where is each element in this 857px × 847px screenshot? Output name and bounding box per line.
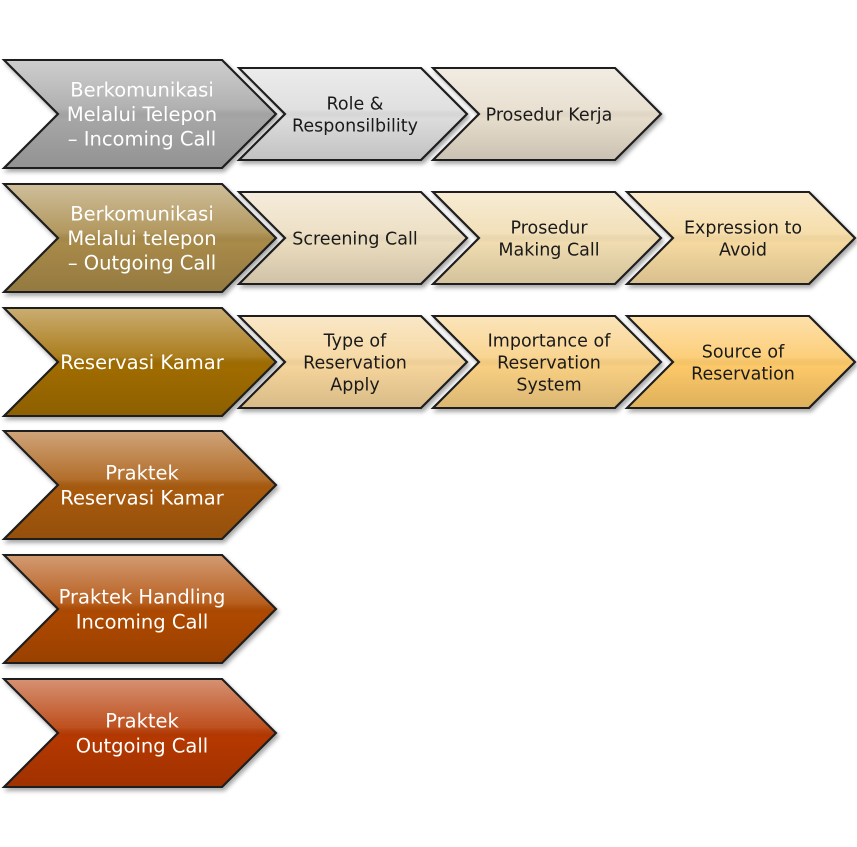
main-step-chevron-label-line: Melalui telepon [67, 227, 216, 250]
main-step-chevron-label-line: Incoming Call [76, 610, 209, 633]
sub-step-chevron-label-line: Avoid [719, 240, 767, 260]
main-step-chevron-label-line: Praktek [105, 710, 179, 733]
sub-step-chevron-gloss [236, 315, 469, 409]
main-step-chevron-gloss [1, 183, 278, 293]
sub-step-chevron: Prosedur Kerja [430, 67, 663, 161]
main-step-chevron-label-line: Praktek [105, 462, 179, 485]
sub-step-chevron: Role &Responsilbility [236, 67, 469, 161]
main-step-chevron-gloss [1, 59, 278, 169]
main-step-chevron-label-line: Praktek Handling [59, 586, 226, 609]
sub-step-chevron-label-line: Role & [327, 94, 384, 114]
main-step-chevron-label-line: Reservasi Kamar [60, 486, 224, 509]
main-step-chevron-gloss [1, 554, 278, 664]
sub-step-chevron-gloss [236, 67, 469, 161]
main-step-chevron-label-line: Outgoing Call [76, 734, 208, 757]
sub-step-chevron-gloss [430, 315, 663, 409]
sub-step-chevron-gloss [430, 67, 663, 161]
main-step-chevron-label-line: Berkomunikasi [70, 202, 214, 225]
sub-step-chevron-label-line: System [516, 375, 581, 395]
main-step-chevron-label-line: – Incoming Call [68, 128, 216, 151]
sub-step-chevron-label-line: Importance of [488, 331, 612, 351]
main-step-chevron-gloss [1, 307, 278, 417]
sub-step-chevron-label-line: Reservation [303, 353, 407, 373]
sub-step-chevron-label-line: Reservation [497, 353, 601, 373]
main-step-chevron: Reservasi Kamar [1, 307, 278, 417]
sub-step-chevron-label-line: Making Call [498, 240, 599, 260]
sub-step-chevron-label-line: Type of [323, 331, 387, 351]
sub-step-chevron-label-line: Prosedur Kerja [486, 105, 613, 125]
diagram-row: Role &Responsilbility Prosedur Kerja Berko… [1, 59, 663, 169]
sub-step-chevron-label-line: Apply [330, 375, 379, 395]
sub-step-chevron-label-line: Reservation [691, 364, 795, 384]
sub-step-chevron-label-line: Responsilbility [292, 116, 418, 136]
sub-step-chevron-label-line: Screening Call [292, 229, 417, 249]
main-step-chevron-label-line: Melalui Telepon [67, 103, 217, 126]
main-step-chevron-label-line: Berkomunikasi [70, 78, 214, 101]
main-step-chevron-label-line: – Outgoing Call [68, 252, 216, 275]
sub-step-chevron-gloss [236, 191, 469, 285]
main-step-chevron-gloss [1, 678, 278, 788]
main-step-chevron-label-line: Reservasi Kamar [60, 351, 224, 374]
main-step-chevron-gloss [1, 430, 278, 540]
sub-step-chevron-label-line: Prosedur [510, 218, 588, 238]
sub-step-chevron-label-line: Source of [702, 342, 785, 362]
sub-step-chevron: Screening Call [236, 191, 469, 285]
sub-step-chevron-label-line: Expression to [684, 218, 802, 238]
sub-step-chevron-gloss [624, 191, 857, 285]
sub-step-chevron-gloss [430, 191, 663, 285]
sub-steps: Role &Responsilbility Prosedur Kerja [236, 67, 663, 161]
sub-step-chevron-gloss [624, 315, 857, 409]
